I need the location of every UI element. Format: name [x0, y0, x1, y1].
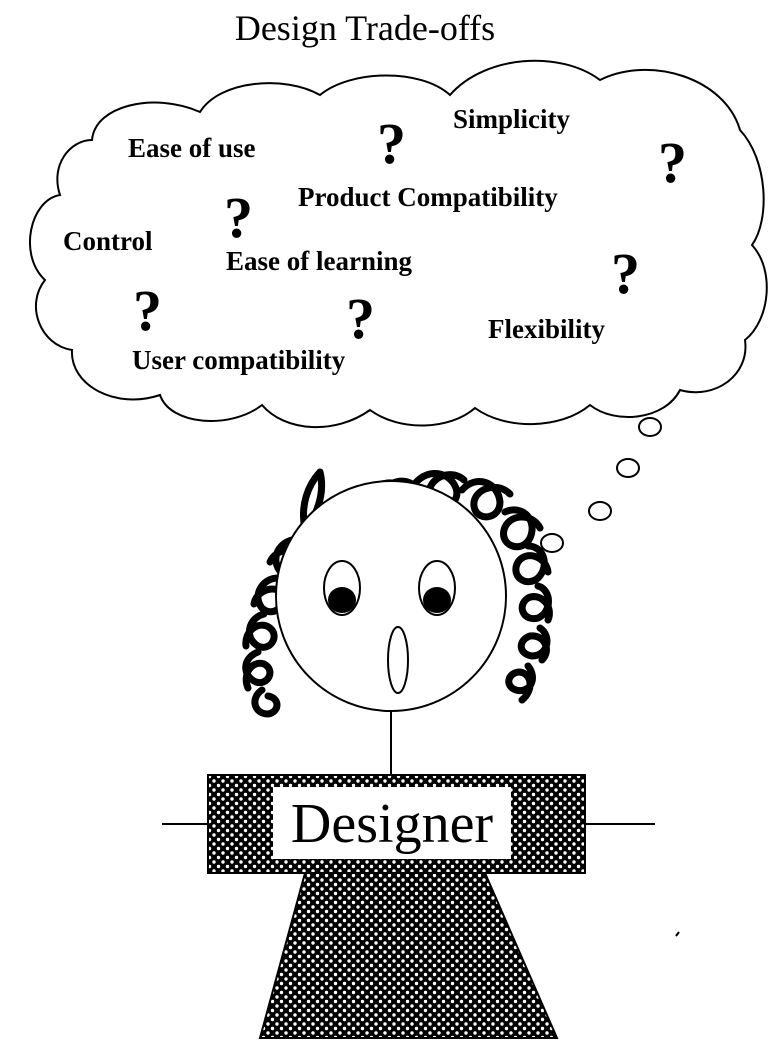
- mouth: [387, 626, 409, 694]
- question-mark-icon: ?: [377, 111, 406, 176]
- tradeoff-control: Control: [63, 226, 153, 256]
- right-pupil: [423, 587, 451, 613]
- tradeoff-product-compatibility: Product Compatibility: [298, 182, 558, 212]
- thought-bubble-small: [616, 458, 640, 478]
- stray-mark: [675, 931, 680, 937]
- thought-cloud: [29, 59, 768, 428]
- thought-bubble-small: [540, 533, 564, 553]
- question-mark-icon: ?: [224, 185, 253, 250]
- tradeoff-ease-of-use: Ease of use: [128, 133, 256, 163]
- thought-bubble-small: [588, 501, 612, 521]
- designer-label-panel: [273, 787, 511, 859]
- dotted-skirt: [258, 872, 559, 1039]
- question-mark-icon: ?: [133, 278, 162, 343]
- tradeoff-ease-of-learning: Ease of learning: [226, 246, 412, 276]
- tradeoff-user-compatibility: User compatibility: [132, 345, 346, 375]
- question-mark-icon: ?: [658, 130, 687, 195]
- tradeoff-simplicity: Simplicity: [453, 104, 571, 134]
- thought-bubble-small: [638, 417, 662, 437]
- question-mark-icon: ?: [611, 241, 640, 306]
- question-mark-icon: ?: [346, 286, 375, 351]
- tradeoff-flexibility: Flexibility: [488, 314, 605, 344]
- left-pupil: [328, 587, 356, 613]
- designer-label: Designer: [291, 793, 494, 855]
- diagram-title: Design Trade-offs: [235, 8, 495, 48]
